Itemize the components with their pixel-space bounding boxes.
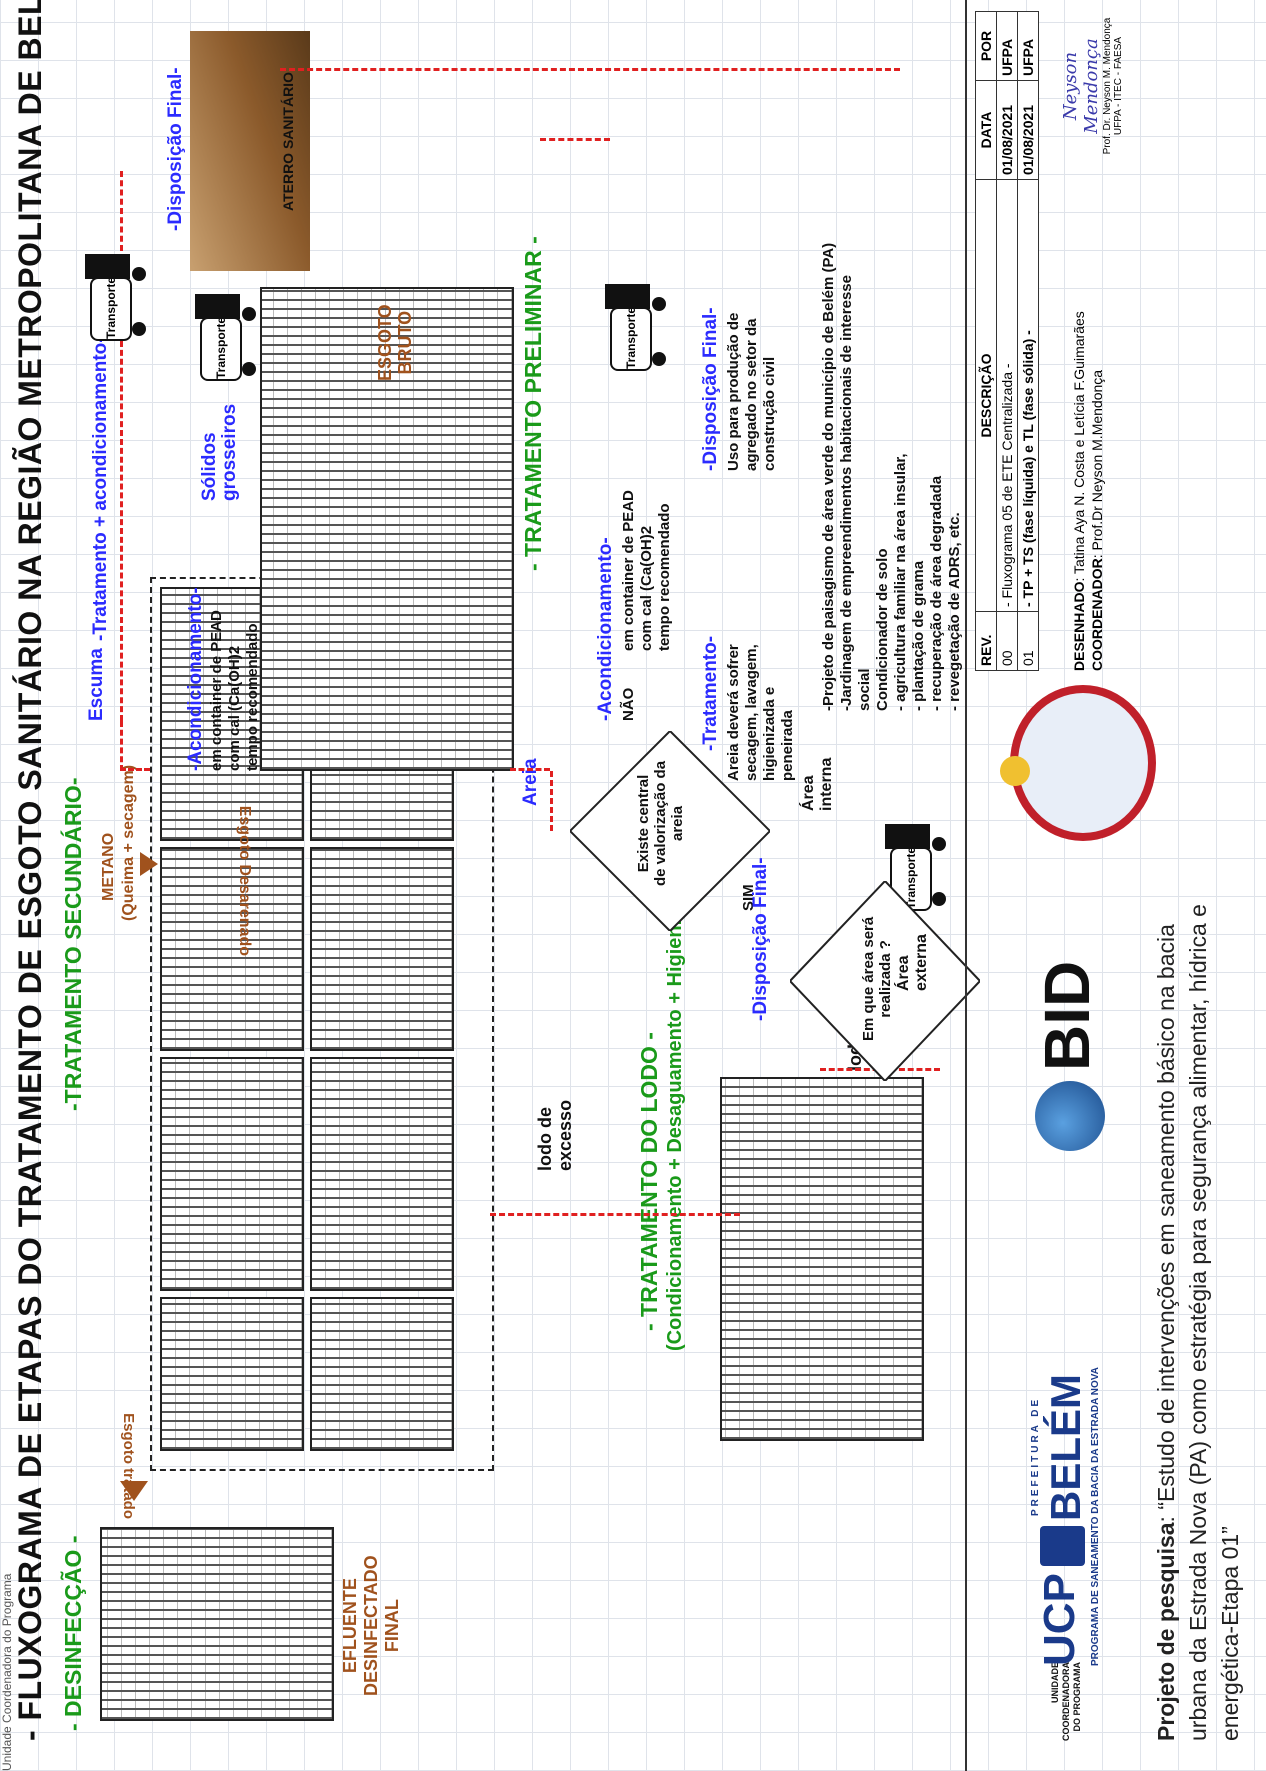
areia-label: Areia: [520, 758, 542, 806]
truck-2: Transporte: [190, 291, 260, 381]
disp2-title: -Disposição Final-: [700, 307, 722, 471]
belem-label: BELÉM: [1042, 1374, 1090, 1521]
esgoto-tratado-label: Esgoto tratado: [120, 1413, 137, 1519]
signature: Neyson Mendonça Prof. Dr. Neyson M. Mend…: [1060, 11, 1124, 161]
arrow-metano: [140, 852, 158, 876]
truck-1: Transporte: [80, 251, 150, 341]
ucp-logo: UCP: [1035, 1573, 1085, 1666]
acond2-title: -Acondicionamento-: [595, 537, 617, 721]
disp-final-top: -Disposição Final-: [165, 67, 187, 231]
trat-acond-label: -Tratamento + acondicionamento-: [90, 336, 112, 641]
cell: UFPA: [997, 12, 1018, 81]
metano-label: METANO: [100, 833, 118, 901]
cell: 01: [1018, 612, 1039, 671]
esgoto-desarenado-label: Esgoto Desarenado: [235, 806, 253, 956]
secondary-tank-4: [310, 1057, 454, 1291]
ucp-sub: PROGRAMA DE SANEAMENTO DA BACIA DA ESTRA…: [1090, 1367, 1101, 1666]
credits: DESENHADO: Tatina Aya N. Costa e Letícia…: [1070, 171, 1106, 671]
sludge-unit: [720, 1077, 924, 1441]
secondary-tank-3: [160, 1057, 304, 1291]
cell: UFPA: [1018, 12, 1039, 81]
th-data: DATA: [976, 81, 997, 180]
truck-1-label: Transporte: [90, 277, 132, 341]
truck-3-label: Transporte: [610, 307, 652, 371]
return-line-3: [540, 138, 610, 141]
th-rev: REV.: [976, 612, 997, 671]
trat-title: -Tratamento-: [700, 636, 722, 751]
cell: - TP + TS (fase líquida) e TL (fase sóli…: [1018, 180, 1039, 612]
stage-secundario: -TRATAMENTO SECUNDÁRIO-: [60, 778, 87, 1111]
return-line-2: [280, 68, 900, 71]
acond1-title: -Acondicionamento-: [185, 587, 207, 771]
prefeitura-label: PREFEITURA DE: [1030, 1397, 1041, 1516]
belem-crest: [1040, 1526, 1085, 1566]
secondary-tank-2: [310, 1297, 454, 1451]
queima-label: (Queima + secagem): [120, 765, 138, 921]
disinfection-unit: [100, 1527, 334, 1721]
stage-desinfeccao: - DESINFECÇÃO -: [60, 1536, 87, 1732]
secondary-tank-5: [160, 847, 304, 1051]
th-desc: DESCRIÇÃO: [976, 180, 997, 612]
cell: 00: [997, 612, 1018, 671]
bid-globe-icon: [1035, 1081, 1105, 1151]
page-title: - FLUXOGRAMA DE ETAPAS DO TRATAMENTO DE …: [12, 0, 49, 1741]
disp3-title: -Disposição Final-: [750, 857, 772, 1021]
cell: 01/08/2021: [1018, 81, 1039, 180]
stage-preliminar: - TRATAMENTO PRELIMINAR -: [520, 236, 547, 571]
truck-2-label: Transporte: [200, 317, 242, 381]
aterro-label: ATERRO SANITÁRIO: [280, 72, 296, 211]
escuma-to-transport: [120, 341, 123, 721]
nao-label: NÃO: [620, 688, 637, 721]
stage-lodo: - TRATAMENTO DO LODO -: [636, 1032, 663, 1331]
projeto-list: -Projeto de paisagismo de área verde do …: [820, 243, 964, 711]
bid-logo: BID: [1030, 961, 1104, 1071]
ufpa-seal: [1000, 671, 1150, 871]
truck-3: Transporte: [600, 281, 670, 371]
escuma-label: Escuma: [86, 648, 108, 721]
stage-lodo-sub: (Condicionamento + Desaguamento + Higien…: [664, 858, 687, 1351]
footer-divider: [965, 0, 967, 1771]
th-por: POR: [976, 12, 997, 81]
secondary-tank-6: [310, 847, 454, 1051]
projeto-text: Projeto de pesquisa: “Estudo de interven…: [1150, 691, 1246, 1741]
revision-table: REV. DESCRIÇÃO DATA POR 00 - Fluxograma …: [975, 11, 1039, 671]
cell: - Fluxograma 05 de ETE Centralizada -: [997, 180, 1018, 612]
cell: 01/08/2021: [997, 81, 1018, 180]
secondary-tank-1: [160, 1297, 304, 1451]
